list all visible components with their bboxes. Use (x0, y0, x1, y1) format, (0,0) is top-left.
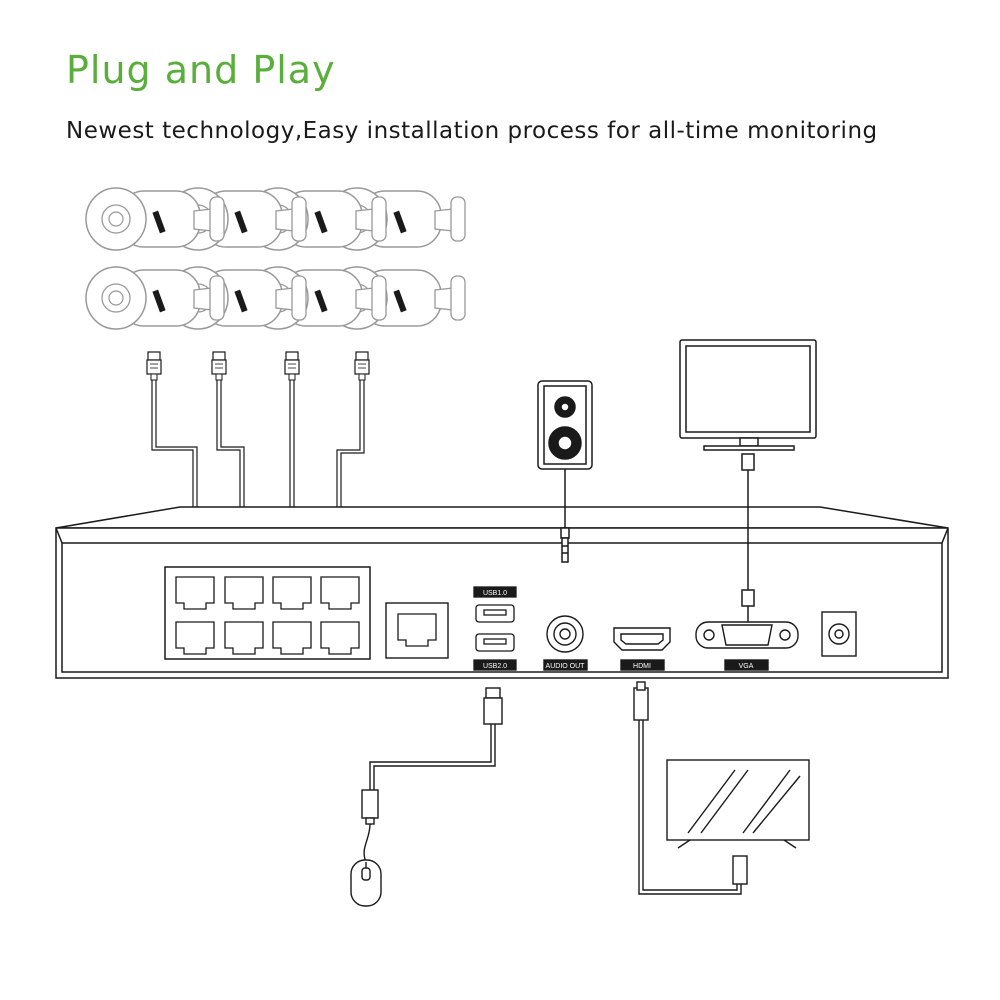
audio-label: AUDIO OUT (546, 663, 586, 670)
power-port (821, 611, 857, 657)
camera-cables (146, 351, 370, 561)
vga-port: VGA (695, 621, 799, 671)
tv-icon (633, 681, 810, 895)
usb2-label: USB2.0 (483, 663, 507, 670)
page-subtitle: Newest technology,Easy installation proc… (66, 118, 878, 144)
camera-group (85, 187, 466, 330)
lan-port (385, 602, 449, 659)
vga-label: VGA (739, 663, 754, 670)
usb1-label: USB1.0 (483, 590, 507, 597)
audio-out-port: AUDIO OUT (543, 615, 588, 671)
page-title: Plug and Play (66, 48, 336, 92)
mouse-icon (350, 687, 503, 907)
speaker-icon (537, 380, 593, 563)
hdmi-label: HDMI (633, 663, 651, 670)
monitor-icon (679, 339, 817, 622)
hdmi-port: HDMI (613, 627, 671, 671)
usb-ports: USB1.0 USB2.0 (473, 586, 517, 671)
